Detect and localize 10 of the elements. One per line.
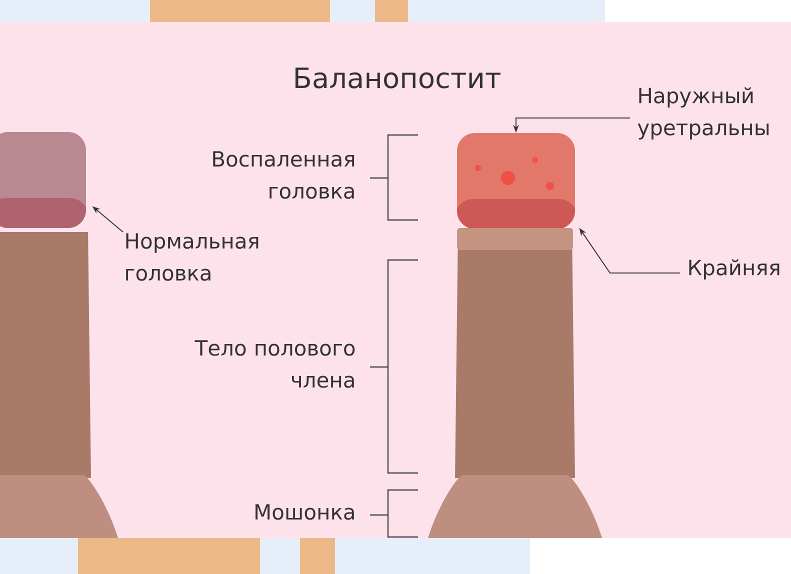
part-label: Мошонка [256, 504, 354, 520]
callout-label: Наружный уретральны [638, 87, 769, 140]
part-label: Тело полового члена [194, 340, 355, 388]
callout-label: Крайняя [689, 259, 780, 280]
glans-drawing [0, 132, 86, 228]
title: Баланопостит [296, 68, 500, 88]
foreskin-drawing [457, 228, 573, 250]
part-label: Воспаленная головка [213, 151, 354, 199]
callout-label: Нормальная головка [126, 233, 258, 281]
glans-drawing [457, 133, 575, 229]
